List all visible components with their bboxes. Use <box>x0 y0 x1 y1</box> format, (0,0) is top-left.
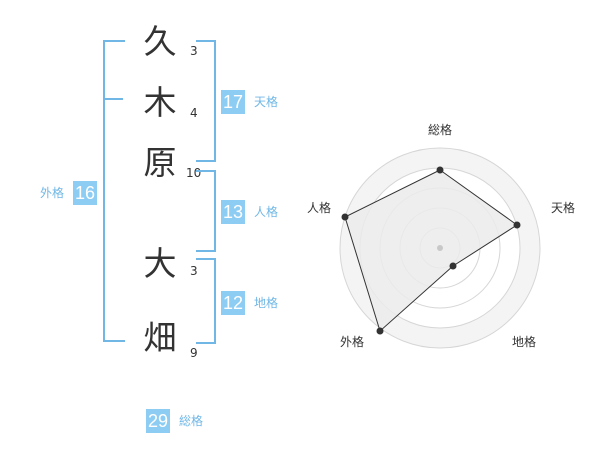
chikaku-value: 12 <box>221 291 246 315</box>
jinkaku-bracket <box>196 170 216 252</box>
radar-label-right: 天格 <box>551 200 575 215</box>
tenkaku-value: 17 <box>221 90 246 114</box>
radar-point-tenkaku <box>513 221 521 229</box>
name-char-3: 原 <box>143 143 177 182</box>
radar-point-jinkaku <box>341 213 349 221</box>
tenkaku-label: 天格 <box>254 95 279 109</box>
soukaku-label: 総格 <box>179 414 204 428</box>
given-char-1: 大 <box>143 244 177 283</box>
gaikaku-value: 16 <box>73 181 98 205</box>
radar-point-chikaku <box>449 262 457 270</box>
stroke-count-1: 3 <box>190 44 198 58</box>
gaikaku-label: 外格 <box>40 186 65 200</box>
radar-shape <box>344 169 518 332</box>
radar-center <box>437 245 443 251</box>
chikaku-label: 地格 <box>254 296 279 310</box>
stroke-count-3: 10 <box>186 166 202 180</box>
given-char-2: 畑 <box>143 318 177 357</box>
stroke-count-2: 4 <box>190 106 198 120</box>
tenkaku-bracket <box>196 40 216 162</box>
radar-label-bottom-right: 地格 <box>512 334 536 349</box>
name-char-1: 久 <box>143 22 177 61</box>
radar-label-top: 総格 <box>428 122 452 137</box>
stroke-count-5: 9 <box>190 346 198 360</box>
radar-label-left: 人格 <box>307 200 331 215</box>
name-char-2: 木 <box>143 83 177 122</box>
radar-label-bottom-left: 外格 <box>340 334 364 349</box>
gaikaku-bracket-tick <box>103 98 123 100</box>
radar-point-soukaku <box>436 166 444 174</box>
soukaku-value: 29 <box>146 409 171 433</box>
chikaku-bracket <box>196 258 216 344</box>
jinkaku-value: 13 <box>221 200 246 224</box>
jinkaku-label: 人格 <box>254 205 279 219</box>
gaikaku-bracket <box>103 40 125 342</box>
stroke-count-4: 3 <box>190 264 198 278</box>
radar-point-gaikaku <box>376 327 384 335</box>
